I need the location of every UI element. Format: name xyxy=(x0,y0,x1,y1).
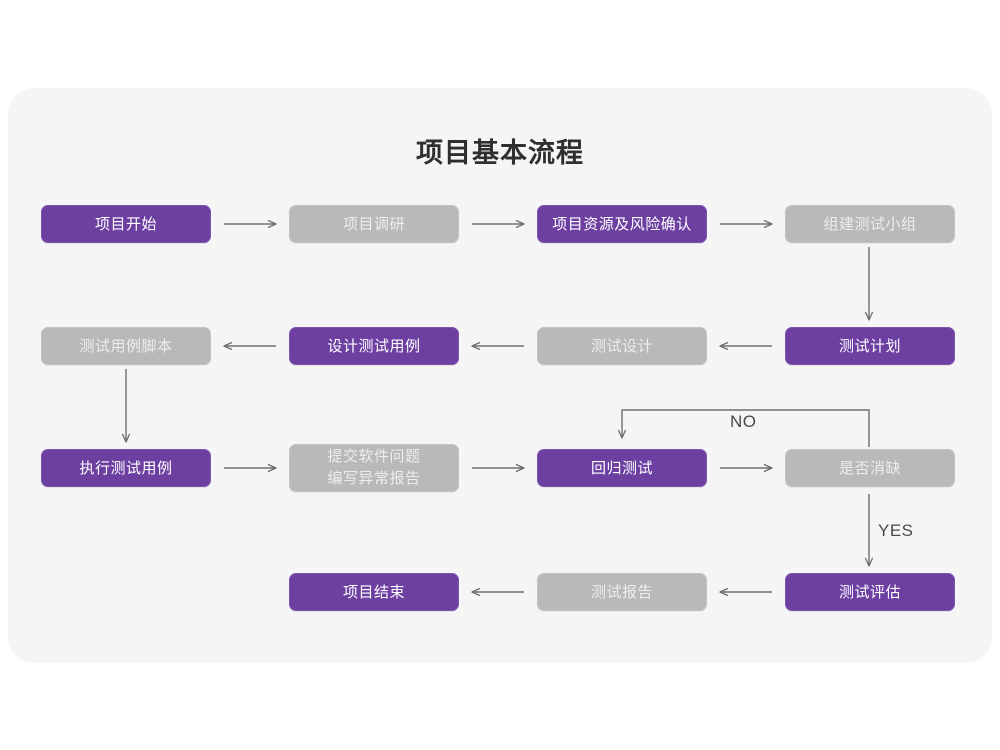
node-test-evaluation[interactable]: 测试评估 xyxy=(785,573,955,611)
node-test-plan[interactable]: 测试计划 xyxy=(785,327,955,365)
node-test-design[interactable]: 测试设计 xyxy=(537,327,707,365)
node-project-research[interactable]: 项目调研 xyxy=(289,205,459,243)
node-submit-bug-report[interactable]: 提交软件问题 编写异常报告 xyxy=(289,444,459,492)
node-resource-risk-confirm[interactable]: 项目资源及风险确认 xyxy=(537,205,707,243)
node-project-end[interactable]: 项目结束 xyxy=(289,573,459,611)
node-regression-test[interactable]: 回归测试 xyxy=(537,449,707,487)
node-execute-test-case[interactable]: 执行测试用例 xyxy=(41,449,211,487)
node-build-test-team[interactable]: 组建测试小组 xyxy=(785,205,955,243)
flowchart-card xyxy=(8,88,992,663)
node-defect-cleared-decision[interactable]: 是否消缺 xyxy=(785,449,955,487)
page-title: 项目基本流程 xyxy=(416,138,584,168)
node-project-start[interactable]: 项目开始 xyxy=(41,205,211,243)
node-test-case-script[interactable]: 测试用例脚本 xyxy=(41,327,211,365)
edge-label-no: NO xyxy=(730,412,757,431)
edge-label-yes: YES xyxy=(878,521,914,540)
node-test-report[interactable]: 测试报告 xyxy=(537,573,707,611)
node-design-test-case[interactable]: 设计测试用例 xyxy=(289,327,459,365)
